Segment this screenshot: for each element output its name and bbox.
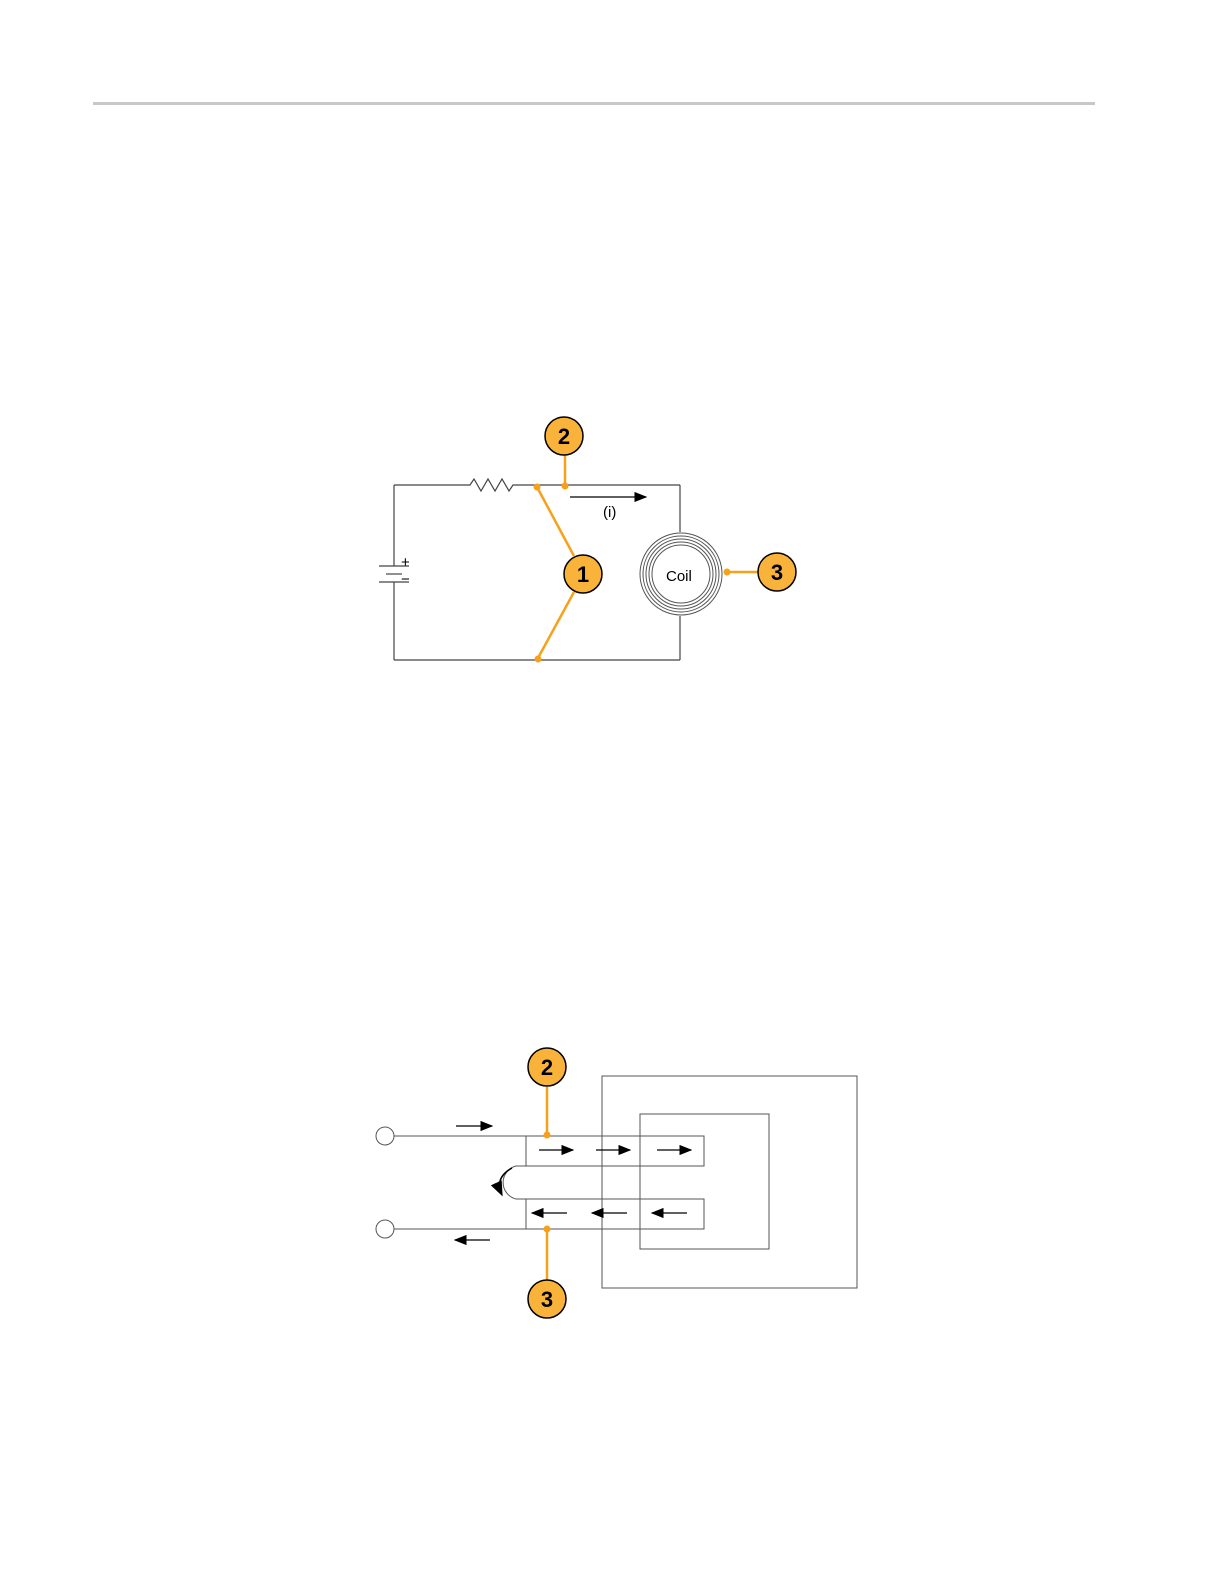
svg-text:3: 3	[541, 1287, 553, 1312]
callout-badge-3-fig2: 3	[528, 1280, 566, 1318]
svg-text:2: 2	[541, 1055, 553, 1080]
probe-core	[602, 1076, 857, 1288]
callout-badge-2-fig2: 2	[528, 1048, 566, 1086]
